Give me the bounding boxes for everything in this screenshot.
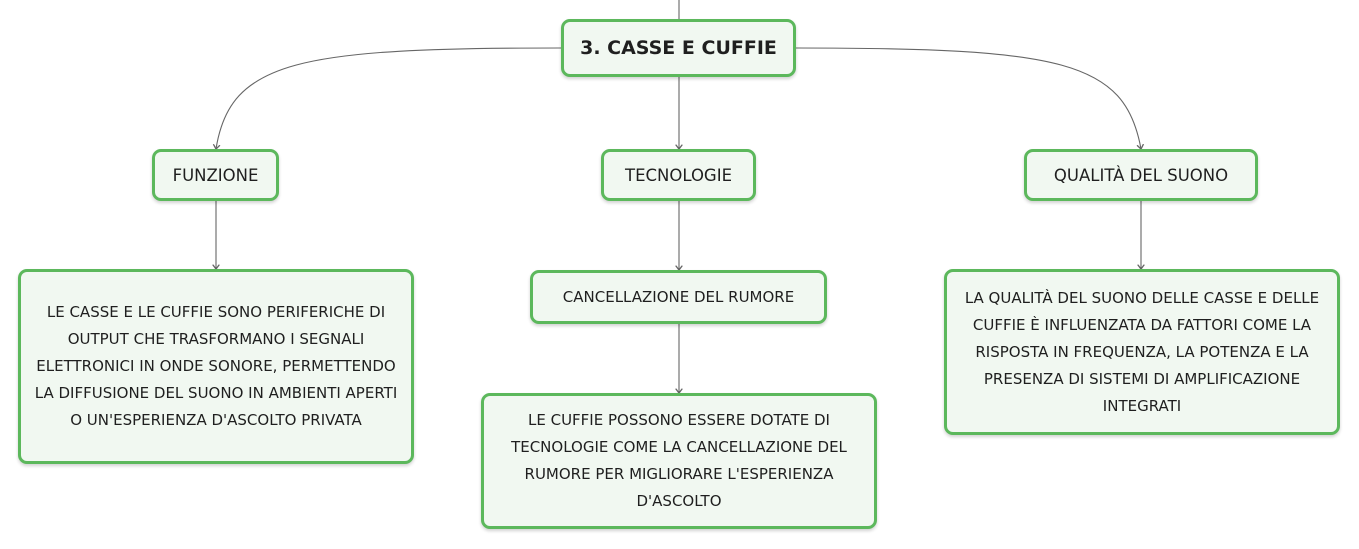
node-funzione-label: FUNZIONE xyxy=(172,165,259,185)
node-funzione[interactable]: FUNZIONE xyxy=(152,149,279,201)
funzione-description-text: LE CASSE E LE CUFFIE SONO PERIFERICHE DI… xyxy=(34,303,398,429)
node-cancellazione-del-rumore[interactable]: CANCELLAZIONE DEL RUMORE xyxy=(530,270,827,324)
node-cancellazione-label: CANCELLAZIONE DEL RUMORE xyxy=(562,288,795,306)
tecnologie-description-text: LE CUFFIE POSSONO ESSERE DOTATE DI TECNO… xyxy=(511,411,847,510)
root-node[interactable]: 3. CASSE E CUFFIE xyxy=(561,19,796,77)
node-tecnologie[interactable]: TECNOLOGIE xyxy=(601,149,756,201)
node-tecnologie-description[interactable]: LE CUFFIE POSSONO ESSERE DOTATE DI TECNO… xyxy=(481,393,877,529)
root-label: 3. CASSE E CUFFIE xyxy=(580,37,777,59)
connector-root-funzione xyxy=(216,47,562,149)
connector-root-qualita xyxy=(795,47,1141,149)
node-qualita-description[interactable]: LA QUALITÀ DEL SUONO DELLE CASSE E DELLE… xyxy=(944,269,1340,435)
node-funzione-description[interactable]: LE CASSE E LE CUFFIE SONO PERIFERICHE DI… xyxy=(18,269,414,464)
node-qualita-del-suono[interactable]: QUALITÀ DEL SUONO xyxy=(1024,149,1258,201)
node-tecnologie-label: TECNOLOGIE xyxy=(624,165,733,185)
qualita-description-text: LA QUALITÀ DEL SUONO DELLE CASSE E DELLE… xyxy=(964,288,1320,415)
node-qualita-label: QUALITÀ DEL SUONO xyxy=(1053,165,1229,185)
